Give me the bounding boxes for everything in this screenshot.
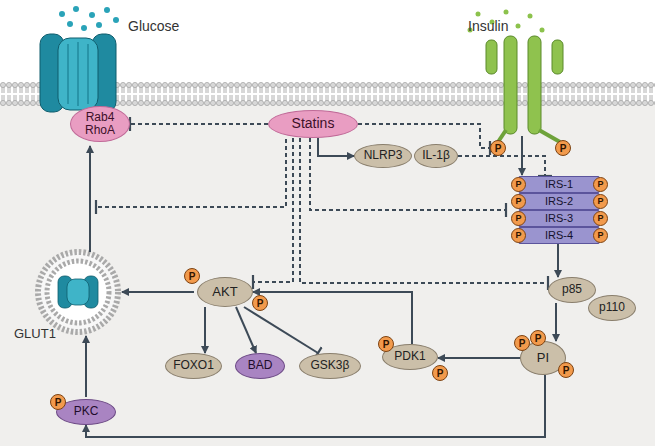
node-text: P bbox=[515, 231, 521, 241]
node-text: NLRP3 bbox=[364, 149, 403, 162]
pkc-to-vesicle-arrow bbox=[85, 336, 87, 397]
phospho-circle: P bbox=[252, 295, 268, 311]
text-label: GLUT1 bbox=[14, 326, 56, 341]
activation-arrow bbox=[86, 375, 545, 437]
phospho-circle: P bbox=[432, 365, 448, 381]
glucose-molecules bbox=[59, 6, 119, 31]
node-text: IL-1β bbox=[422, 149, 450, 162]
phospho-circle: P bbox=[555, 140, 571, 156]
inhibition-connector bbox=[458, 156, 545, 176]
node-text: p85 bbox=[562, 283, 582, 296]
pink-oval: Statins bbox=[268, 110, 358, 138]
protein-oval: NLRP3 bbox=[354, 144, 412, 168]
activation-arrow bbox=[204, 307, 206, 353]
node-text: P bbox=[535, 333, 542, 344]
irs-box: IRS-1 bbox=[518, 176, 600, 193]
node-text: BAD bbox=[248, 359, 273, 372]
node-text: FOXO1 bbox=[173, 359, 214, 372]
protein-oval: AKT bbox=[197, 277, 253, 307]
node-text: IRS-4 bbox=[545, 229, 573, 241]
node-text: P bbox=[597, 231, 603, 241]
protein-oval: p85 bbox=[548, 277, 596, 303]
phospho-circle: P bbox=[184, 268, 200, 284]
node-text: PI bbox=[537, 351, 549, 365]
node-text: P bbox=[597, 197, 603, 207]
activation-arrow bbox=[236, 307, 256, 353]
node-text: GSK3β bbox=[311, 359, 350, 372]
irs-box: IRS-2 bbox=[518, 193, 600, 210]
cytoplasm bbox=[0, 104, 655, 446]
phospho-circle: P bbox=[511, 228, 526, 243]
akt-to-vesicle-arrow bbox=[122, 291, 194, 293]
protein-oval: IL-1β bbox=[414, 144, 458, 168]
phospho-circle: P bbox=[514, 335, 530, 351]
protein-oval: GSK3β bbox=[299, 353, 361, 379]
phospho-circle: P bbox=[50, 394, 66, 410]
inhibition-connector bbox=[253, 138, 293, 282]
phospho-circle: P bbox=[511, 194, 526, 209]
node-text: P bbox=[383, 339, 390, 350]
node-text: P bbox=[495, 143, 502, 154]
activation-arrow bbox=[318, 138, 354, 156]
node-text: P bbox=[437, 368, 444, 379]
node-text: IRS-2 bbox=[545, 195, 573, 207]
node-text: PDK1 bbox=[394, 350, 425, 363]
node-text: P bbox=[597, 180, 603, 190]
node-text: P bbox=[560, 143, 567, 154]
inhibition-connector bbox=[244, 307, 318, 353]
activation-arrow bbox=[438, 357, 520, 359]
node-text: P bbox=[597, 214, 603, 224]
activation-arrow bbox=[557, 244, 559, 277]
activation-arrow bbox=[555, 303, 557, 341]
inhibition-connector bbox=[310, 138, 506, 210]
node-text: P bbox=[189, 271, 196, 282]
phospho-circle: P bbox=[593, 211, 608, 226]
inhibition-connector bbox=[130, 123, 268, 125]
node-text: P bbox=[515, 214, 521, 224]
phospho-circle: P bbox=[378, 336, 394, 352]
glut1-vesicle bbox=[38, 252, 118, 332]
node-text: P bbox=[257, 298, 264, 309]
phospho-circle: P bbox=[593, 194, 608, 209]
phospho-circle: P bbox=[490, 140, 506, 156]
purple-oval: BAD bbox=[235, 353, 285, 379]
node-text: AKT bbox=[212, 285, 237, 299]
protein-oval: FOXO1 bbox=[165, 353, 222, 379]
node-text: Rab4 RhoA bbox=[81, 111, 119, 137]
phospho-circle: P bbox=[593, 177, 608, 192]
phospho-circle: P bbox=[558, 362, 574, 378]
node-text: P bbox=[519, 338, 526, 349]
phospho-circle: P bbox=[511, 211, 526, 226]
pink-oval: Rab4 RhoA bbox=[70, 106, 130, 142]
statins-translocation-inhibition bbox=[96, 139, 286, 207]
node-text: P bbox=[563, 365, 570, 376]
text-label: Glucose bbox=[128, 18, 179, 34]
node-text: P bbox=[515, 197, 521, 207]
inhibition-connector bbox=[300, 138, 548, 283]
node-text: IRS-3 bbox=[545, 212, 573, 224]
node-text: P bbox=[55, 397, 62, 408]
phospho-circle: P bbox=[530, 330, 546, 346]
phospho-circle: P bbox=[593, 228, 608, 243]
irs-box: IRS-3 bbox=[518, 210, 600, 227]
glucose-transporter bbox=[40, 34, 116, 112]
node-text: p110 bbox=[599, 301, 625, 314]
protein-oval: p110 bbox=[588, 295, 636, 321]
text-label: Insulin bbox=[468, 18, 508, 34]
node-text: Statins bbox=[292, 116, 335, 131]
node-text: P bbox=[515, 180, 521, 190]
insulin-receptor bbox=[486, 36, 563, 142]
irs-box: IRS-4 bbox=[518, 227, 600, 244]
vesicle-to-membrane-arrow bbox=[89, 146, 91, 252]
node-text: PKC bbox=[74, 405, 99, 418]
node-text: IRS-1 bbox=[545, 178, 573, 190]
phospho-circle: P bbox=[511, 177, 526, 192]
